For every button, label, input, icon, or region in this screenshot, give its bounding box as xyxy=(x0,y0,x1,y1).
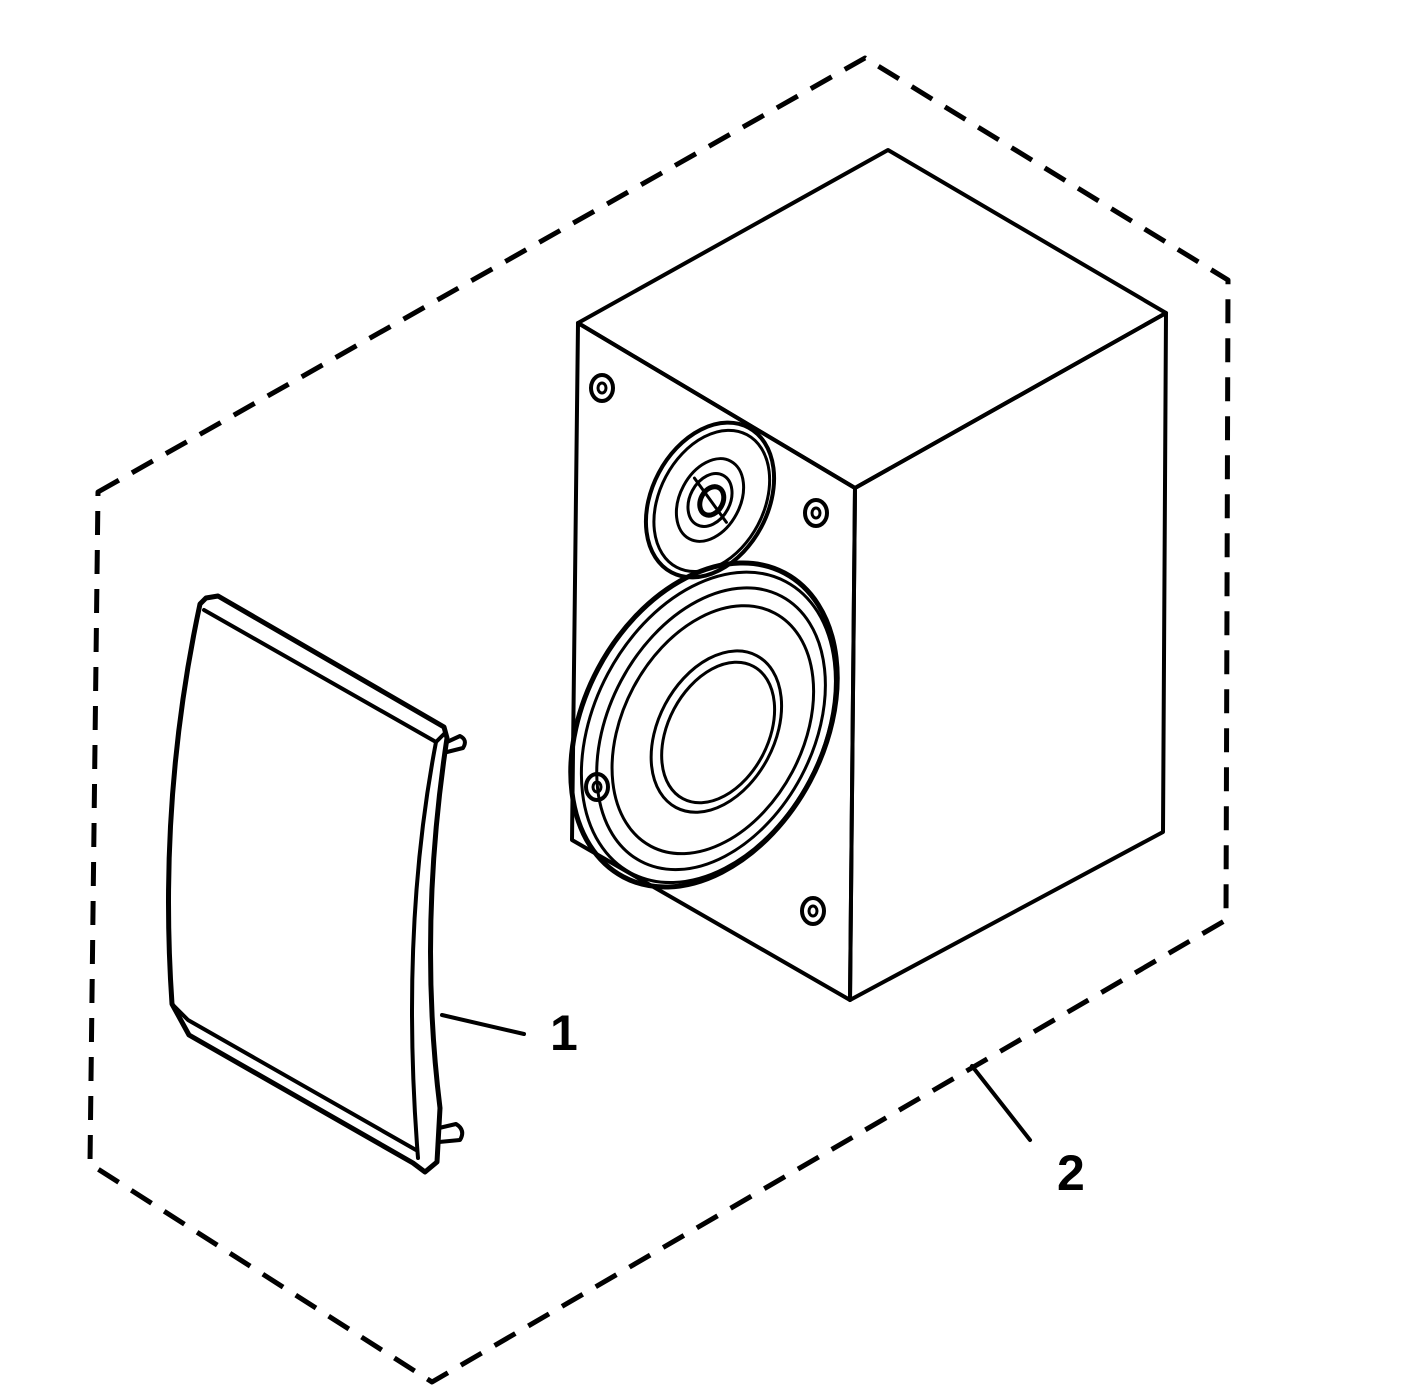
grille-side-edge xyxy=(410,740,438,1160)
grille-top-edge xyxy=(202,608,446,744)
callout-2: 2 xyxy=(1057,1145,1085,1201)
leader-line-1 xyxy=(440,1013,526,1036)
tweeter-driver xyxy=(643,420,777,580)
grille-outline xyxy=(166,593,450,1175)
grille-peg-icon xyxy=(445,734,467,754)
cabinet-side-face xyxy=(848,311,1168,1002)
grille-peg-icon xyxy=(437,1122,465,1144)
assembly-boundary-dashed xyxy=(87,55,1231,1385)
speaker-cabinet xyxy=(568,148,1168,1002)
leader-line-2 xyxy=(970,1064,1032,1142)
screw-icon xyxy=(800,896,826,926)
screw-icon xyxy=(589,373,615,403)
cabinet-top-face xyxy=(576,148,1168,490)
screw-icon xyxy=(803,498,829,528)
grille-bottom-edge xyxy=(170,1002,418,1152)
woofer-driver xyxy=(568,560,840,890)
speaker-grille xyxy=(166,593,467,1175)
callout-1: 1 xyxy=(550,1005,578,1061)
